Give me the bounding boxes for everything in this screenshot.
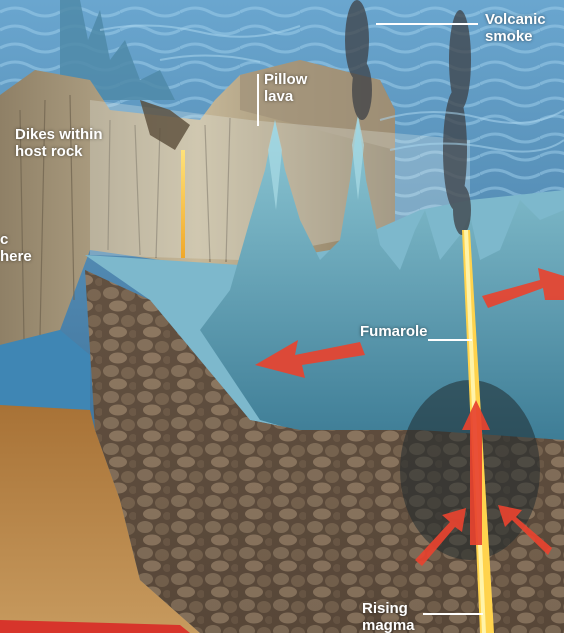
rising-magma-leader xyxy=(423,613,483,615)
fumarole-label: Fumarole xyxy=(360,323,428,340)
volcanic-smoke-label: Volcanic smoke xyxy=(485,11,546,45)
fumarole-leader xyxy=(428,339,472,341)
partial-left-label: c here xyxy=(0,231,32,265)
dikes-label: Dikes within host rock xyxy=(15,126,103,160)
pillow-lava-label: Pillow lava xyxy=(264,71,307,105)
pillow-lava-leader xyxy=(257,74,259,126)
rising-magma-label: Rising magma xyxy=(362,600,415,633)
volcanic-smoke-leader xyxy=(376,23,478,25)
